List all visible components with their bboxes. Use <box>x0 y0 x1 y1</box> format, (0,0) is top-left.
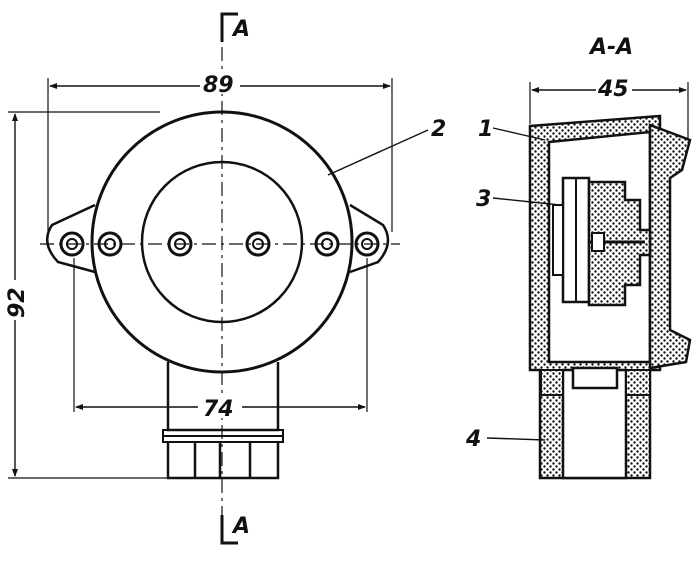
section-marker-bottom <box>220 515 238 545</box>
gland-ring-2 <box>162 435 284 443</box>
section-label-bottom: A <box>231 514 250 539</box>
section-marker-top <box>220 12 238 42</box>
leader-4 <box>486 437 546 441</box>
spacer <box>552 204 564 276</box>
dim-74-label: 74 <box>203 397 234 422</box>
leader-1 <box>492 127 546 141</box>
spindle <box>591 232 605 252</box>
section-lid <box>648 123 692 370</box>
gland-hex-nut <box>571 366 619 390</box>
callout-4: 4 <box>465 427 481 452</box>
leader-2 <box>327 129 429 176</box>
callout-3: 3 <box>476 187 491 212</box>
dim-92-label: 92 <box>5 287 30 318</box>
section-title: A-A <box>588 35 633 60</box>
callout-2: 2 <box>431 117 446 142</box>
section-label-top: A <box>231 17 250 42</box>
dim-45-label: 45 <box>597 77 629 102</box>
front-view <box>8 12 429 545</box>
section-view <box>486 82 692 480</box>
callout-1: 1 <box>478 117 493 142</box>
right-mounting-ear <box>349 203 390 274</box>
gland-nut <box>166 442 280 480</box>
gland-threads <box>540 369 651 396</box>
leader-3 <box>492 197 561 206</box>
left-mounting-ear <box>45 203 96 274</box>
dim-89-label: 89 <box>203 73 234 98</box>
